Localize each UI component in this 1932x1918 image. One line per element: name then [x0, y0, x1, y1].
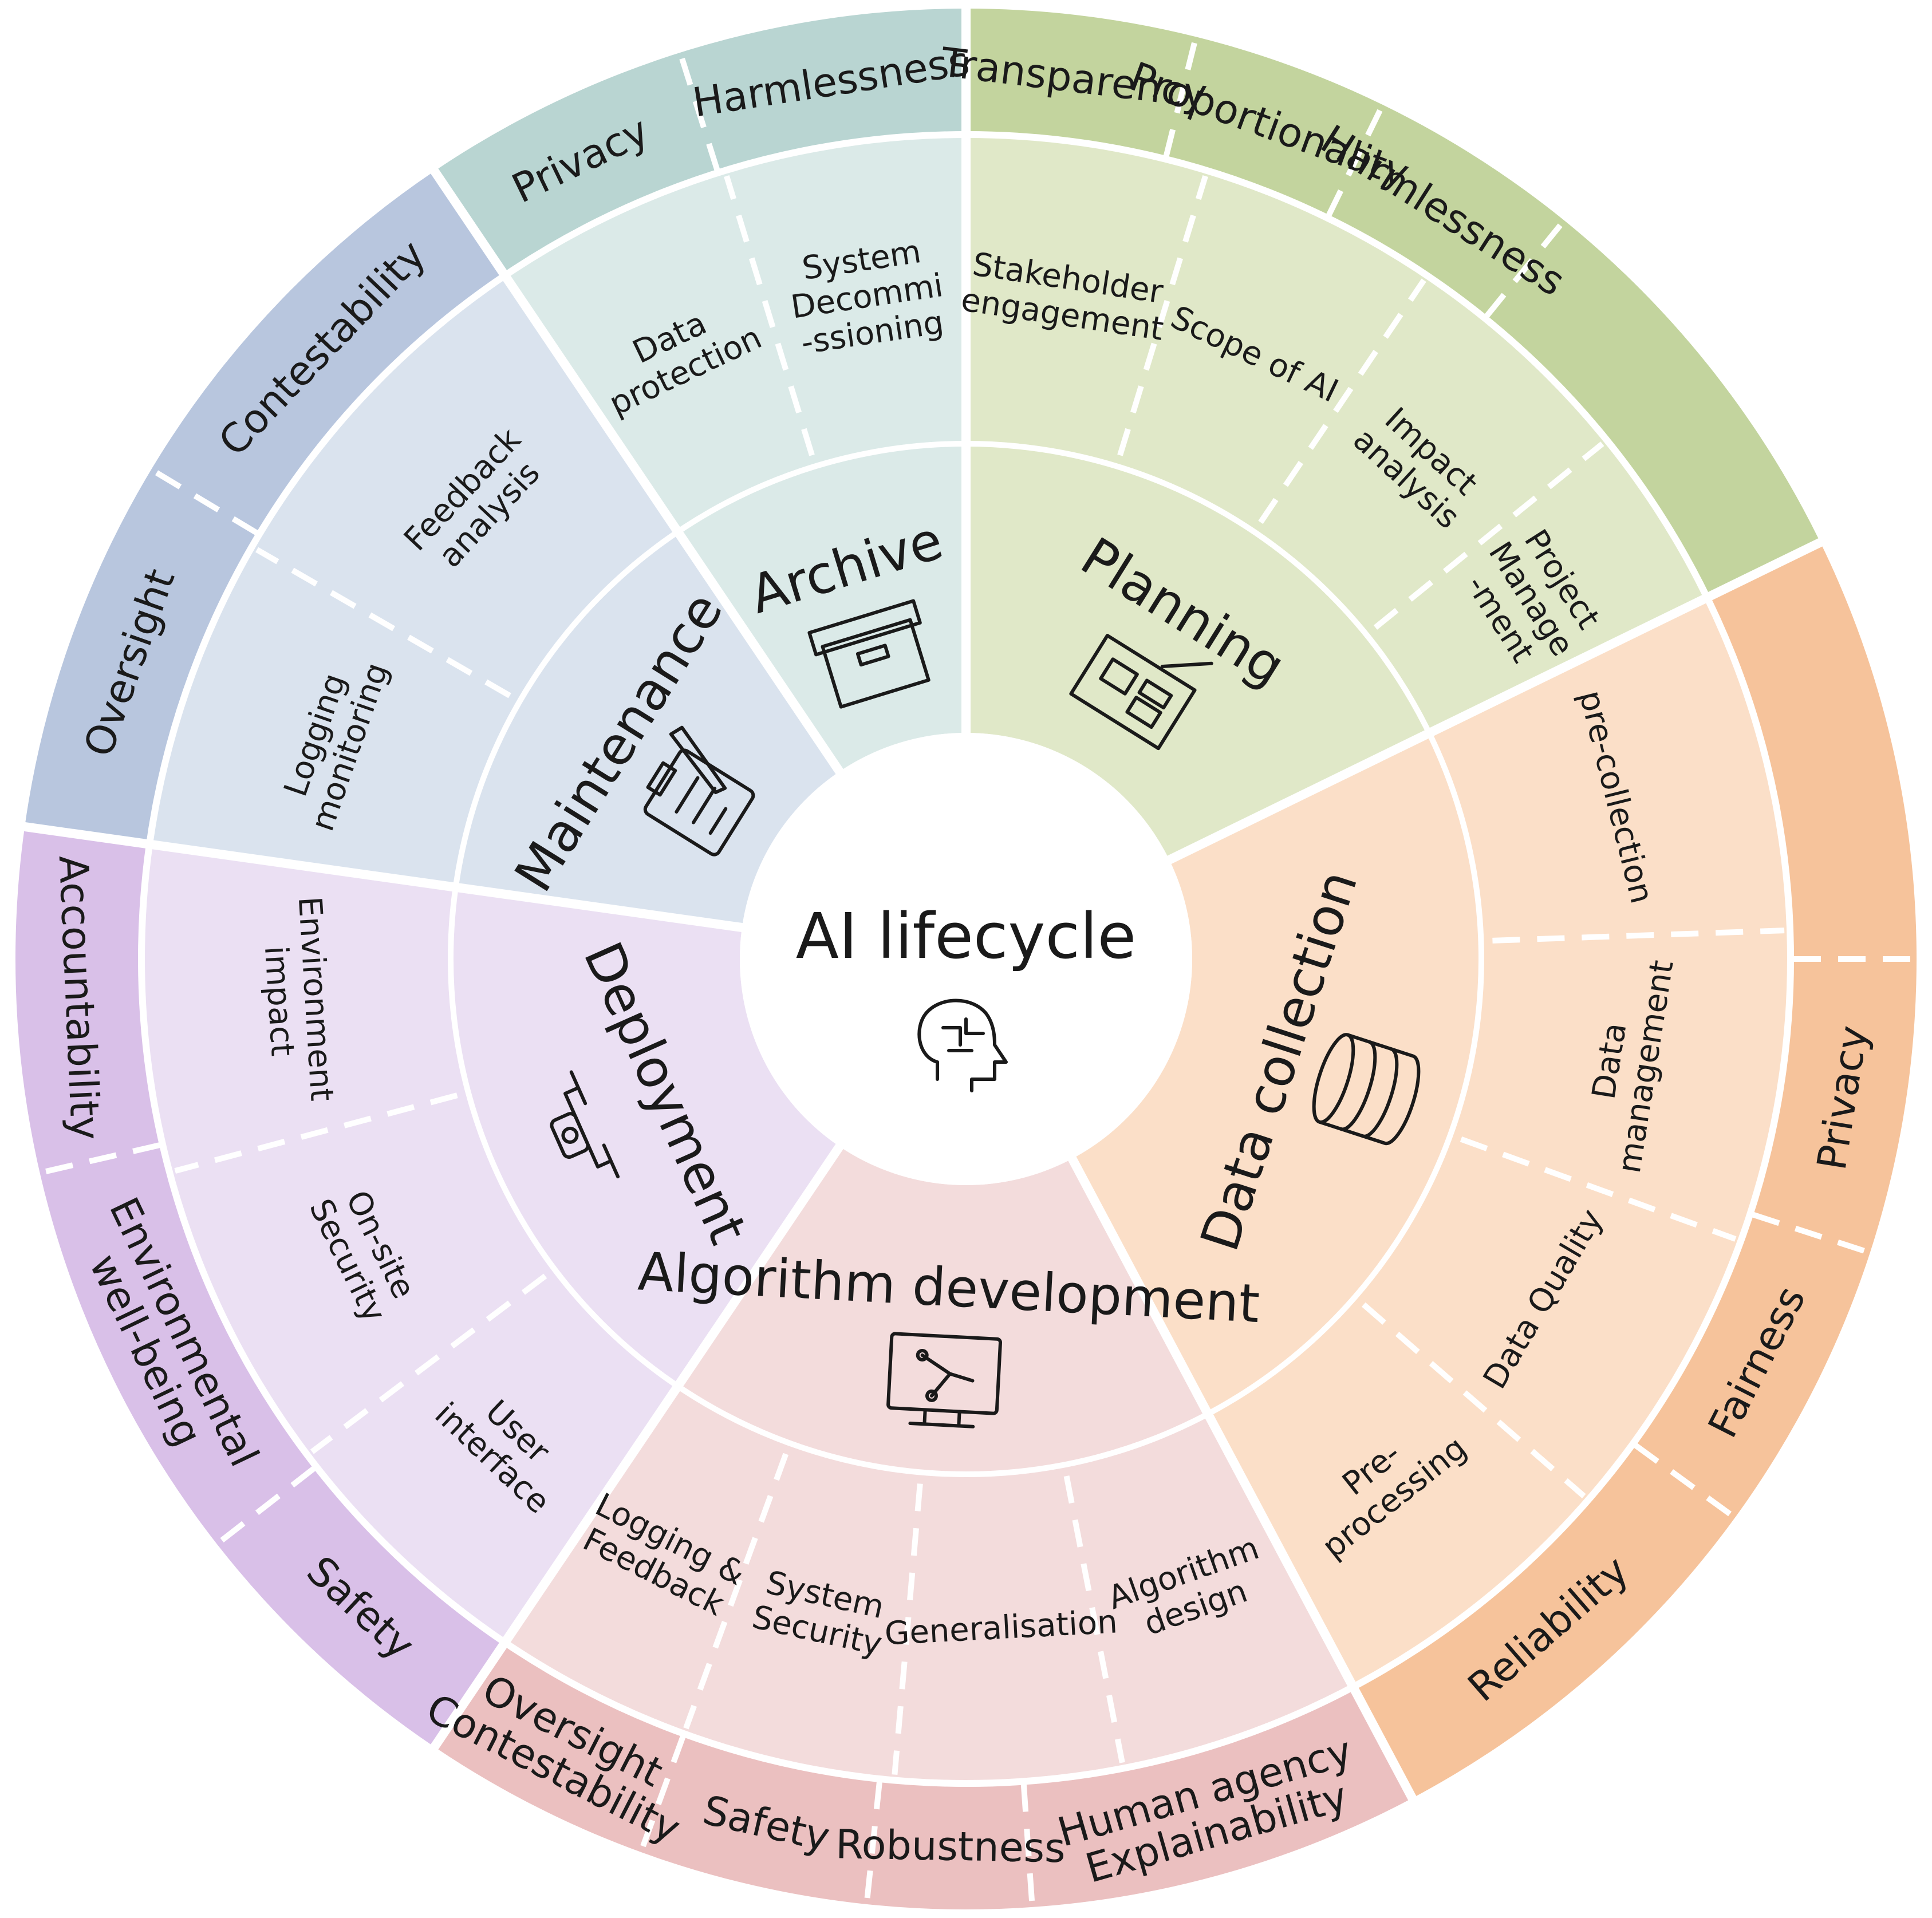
algorithm-development-principle-ring: [434, 1642, 1413, 1909]
wheel-icons: [550, 599, 1421, 1428]
algorithm-development-activity-ring: [504, 1386, 1354, 1783]
maintenance-activity-ring: [149, 275, 678, 887]
ai-brain-icon: [917, 999, 1008, 1092]
principle-divider: [678, 54, 720, 171]
data-collection-principle-ring: [1353, 542, 1917, 1798]
phase-separator: [1165, 535, 1828, 866]
phase-separator: [427, 1141, 845, 1754]
archive-box-icon: [807, 599, 930, 709]
principle-divider: [639, 1735, 686, 1850]
center-title: AI lifecycle: [796, 899, 1136, 973]
phase-separator: [1067, 1154, 1420, 1806]
activity-divider: [683, 1453, 789, 1730]
planning-principle-ring: [966, 9, 1820, 598]
deployment-activity-2-line: impact: [257, 945, 301, 1057]
principle-divider: [1634, 1443, 1734, 1518]
principle-divider: [1484, 220, 1565, 318]
algorithm-development-principle-1-line: Robustness: [835, 1821, 1066, 1872]
blueprint-icon: [1069, 633, 1213, 751]
monitor-network-icon: [886, 1332, 1003, 1428]
activity-divider: [892, 1483, 923, 1775]
archive-principle-ring: [434, 9, 966, 276]
principle-divider: [864, 1781, 882, 1902]
principle-divider: [152, 468, 258, 536]
principle-divider: [1163, 38, 1198, 157]
planning-phase-sector[interactable]: [966, 444, 1429, 860]
deployment-principle-ring: [15, 826, 505, 1747]
data-collection-phase-sector[interactable]: [1072, 733, 1481, 1414]
activity-divider: [310, 1273, 547, 1454]
activity-divider: [1362, 1302, 1586, 1498]
data-collection-activity-ring: [1208, 597, 1791, 1687]
deployment-phase-sector[interactable]: [451, 887, 840, 1387]
wheel-sectors: [15, 9, 1917, 1909]
maintenance-principle-ring: [25, 171, 505, 844]
phase-separator: [18, 821, 746, 933]
inner-ring-border: [448, 441, 1484, 1477]
activity-divider: [724, 175, 815, 456]
phase-separator: [427, 164, 845, 777]
activity-divider: [255, 547, 511, 698]
activity-divider: [1258, 278, 1426, 524]
principle-divider: [1326, 106, 1384, 217]
database-icon: [1312, 1033, 1421, 1146]
wheel-center: AI lifecycle: [740, 733, 1192, 1185]
center-disc: [740, 733, 1192, 1185]
clipboard-pen-icon: [643, 725, 755, 857]
principle-divider: [1020, 1784, 1035, 1905]
activity-divider: [1117, 175, 1208, 456]
principle-divider: [1752, 1211, 1868, 1255]
algorithm-development-principle-1: Robustness: [835, 1821, 1066, 1872]
planning-activity-ring: [966, 135, 1708, 733]
activity-divider: [174, 1092, 458, 1174]
activity-divider: [1373, 441, 1604, 630]
algorithm-development-phase-sector[interactable]: [677, 1146, 1208, 1474]
archive-activity-ring: [504, 135, 966, 532]
principle-divider: [217, 1466, 316, 1545]
principle-divider: [42, 1142, 161, 1175]
mid-ring-border: [138, 131, 1794, 1787]
activity-divider: [1460, 1136, 1737, 1242]
drone-icon: [550, 1070, 620, 1179]
deployment-activity-ring: [141, 844, 678, 1643]
activity-divider: [1063, 1475, 1125, 1763]
activity-divider: [1492, 928, 1785, 944]
wheel-separators: [18, 3, 1914, 1905]
